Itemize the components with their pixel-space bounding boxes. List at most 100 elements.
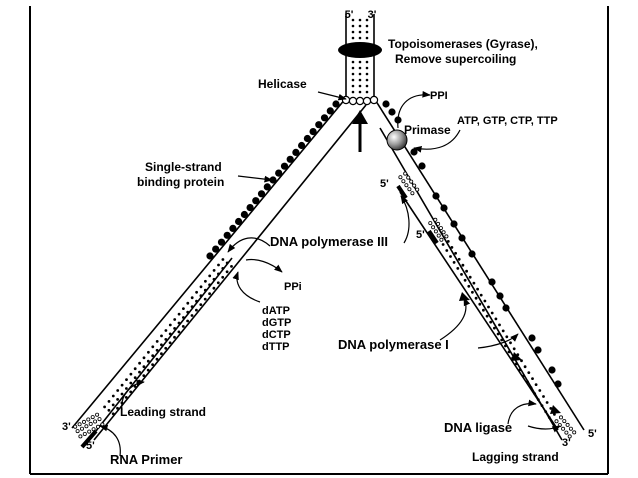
ssb-bead [418, 162, 426, 170]
base-dot [456, 267, 460, 270]
primer-dot [401, 179, 406, 184]
primer-dot [444, 234, 449, 239]
primer-dot [567, 434, 572, 439]
primer-dot [441, 230, 446, 235]
primer-dot [398, 175, 403, 180]
ssb-bead [534, 346, 542, 354]
base-dot [449, 255, 452, 258]
base-dot [365, 72, 369, 76]
base-dot [125, 378, 128, 381]
base-dot [501, 329, 505, 333]
primer-dot [436, 221, 441, 226]
base-dot [111, 412, 115, 416]
base-dot [129, 372, 133, 376]
base-dot [208, 283, 212, 287]
label-3prime-top: 3' [368, 9, 377, 21]
base-dot [523, 365, 527, 369]
primer-dot [559, 415, 564, 420]
ssb-proteins [206, 100, 562, 388]
base-dot [107, 408, 111, 412]
base-dot [465, 269, 468, 273]
primer-dot [84, 424, 89, 429]
primer-dot [568, 426, 573, 431]
label-dgtp: dGTP [262, 317, 291, 329]
base-dot [365, 30, 369, 34]
base-dot [225, 261, 229, 265]
ntp-input-arrow [413, 129, 461, 153]
ssb-bead [292, 148, 300, 156]
base-dot [168, 341, 172, 345]
base-dot [208, 274, 212, 278]
ssb-bead [235, 217, 243, 226]
base-dot [160, 343, 163, 347]
base-dot [116, 406, 119, 410]
ssb-bead [212, 245, 220, 253]
base-dot [186, 301, 190, 305]
ssb-bead [326, 107, 334, 115]
helicase-icon [341, 95, 379, 106]
base-dot [474, 296, 478, 300]
primer-dot [554, 419, 559, 424]
base-dot [547, 416, 551, 419]
ssb-bead [240, 210, 248, 219]
base-dot [500, 338, 504, 342]
base-dot [120, 392, 124, 396]
base-dot [351, 60, 355, 64]
base-dot [498, 323, 501, 327]
ssb-bead [280, 162, 289, 170]
primase-icon [386, 129, 408, 151]
base-dot [221, 275, 225, 279]
ssb-bead [432, 192, 440, 200]
base-dot [365, 78, 369, 82]
base-dot [478, 302, 482, 306]
label-dttp: dTTP [262, 341, 290, 353]
base-dot [190, 296, 194, 300]
base-dot [230, 265, 233, 268]
ssb-bead [450, 220, 458, 228]
base-dot [545, 401, 549, 404]
ssb-bead [502, 304, 510, 312]
primer-dot [564, 430, 569, 435]
primer-dot [433, 217, 438, 222]
base-dot [173, 318, 177, 321]
pol3-lagging-arrow [400, 195, 410, 244]
label-ntps: ATP, GTP, CTP, TTP [457, 115, 558, 127]
primer-dot [439, 237, 444, 242]
base-dot [446, 240, 450, 243]
base-dot [107, 400, 111, 403]
dntp-input-arrow [232, 271, 261, 303]
primer-dot [407, 187, 412, 192]
primer-dot [82, 431, 87, 436]
base-dot [212, 277, 216, 281]
base-dot [365, 18, 369, 22]
base-dot [485, 314, 489, 318]
primer-dot [90, 415, 95, 420]
primer-dot [433, 229, 438, 234]
lagging-strand-dots [398, 171, 577, 439]
base-dot [186, 310, 190, 314]
base-dot [487, 305, 490, 309]
primer-dot [406, 175, 411, 180]
label-dctp: dCTP [262, 329, 291, 341]
base-dot [195, 308, 198, 312]
ssb-bead [257, 190, 266, 198]
base-dot [177, 321, 181, 325]
pol1-arrow [439, 297, 471, 341]
base-dot [490, 311, 494, 315]
ssb-pointer [237, 175, 273, 183]
base-dot [358, 90, 362, 94]
primer-dot [561, 426, 566, 431]
base-dot [177, 330, 181, 334]
base-dot [493, 326, 496, 330]
base-dot [168, 332, 172, 336]
ssb-bead [252, 197, 260, 205]
base-dot [496, 332, 500, 336]
base-dot [190, 305, 194, 308]
base-dot [527, 371, 531, 374]
ssb-bead [286, 155, 294, 163]
base-dot [441, 243, 445, 246]
label-datp: dATP [262, 305, 290, 317]
base-dot [182, 316, 185, 319]
base-dot [512, 347, 516, 351]
ssb-bead [309, 128, 317, 136]
